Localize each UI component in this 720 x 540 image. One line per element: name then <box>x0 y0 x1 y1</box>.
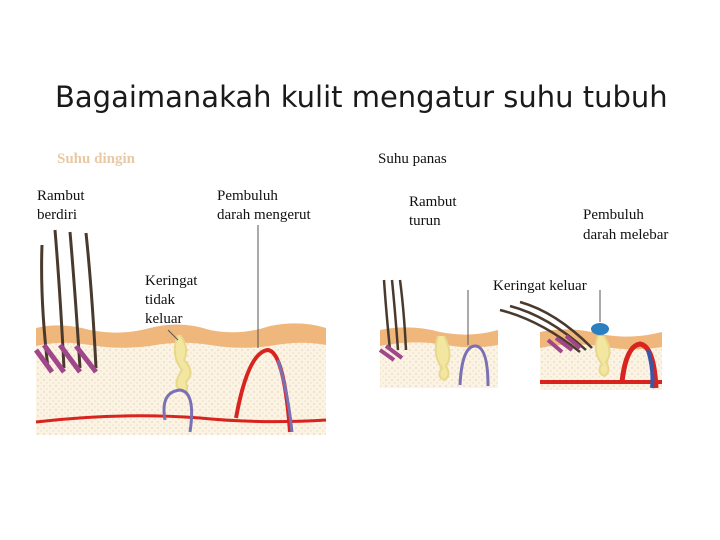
hot-hair-label-line1: Rambut <box>409 193 457 212</box>
cold-hair-label-line1: Rambut <box>37 187 85 206</box>
hot-hair-label-line2: turun <box>409 212 441 231</box>
hot-sweat-label: Keringat keluar <box>493 277 587 296</box>
hot-vessel-label-line1: Pembuluh <box>583 206 644 225</box>
cold-sweat-label-line1: Keringat <box>145 272 197 291</box>
sweat-drop <box>591 323 609 335</box>
cold-skin-section <box>36 225 326 435</box>
hot-vessel-label-line2: darah melebar <box>583 226 668 245</box>
cold-sweat-label-line2: tidak <box>145 291 175 310</box>
hot-skin-section-left <box>380 280 498 388</box>
cold-hair-label-line2: berdiri <box>37 206 77 225</box>
cold-vessel-label-line2: darah mengerut <box>217 206 311 225</box>
hot-skin-section-right <box>500 290 662 390</box>
cold-vessel-label-line1: Pembuluh <box>217 187 278 206</box>
cold-panel-header: Suhu dingin <box>57 150 135 169</box>
cold-sweat-label-line3: keluar <box>145 310 182 329</box>
hot-panel-header: Suhu panas <box>378 150 447 169</box>
